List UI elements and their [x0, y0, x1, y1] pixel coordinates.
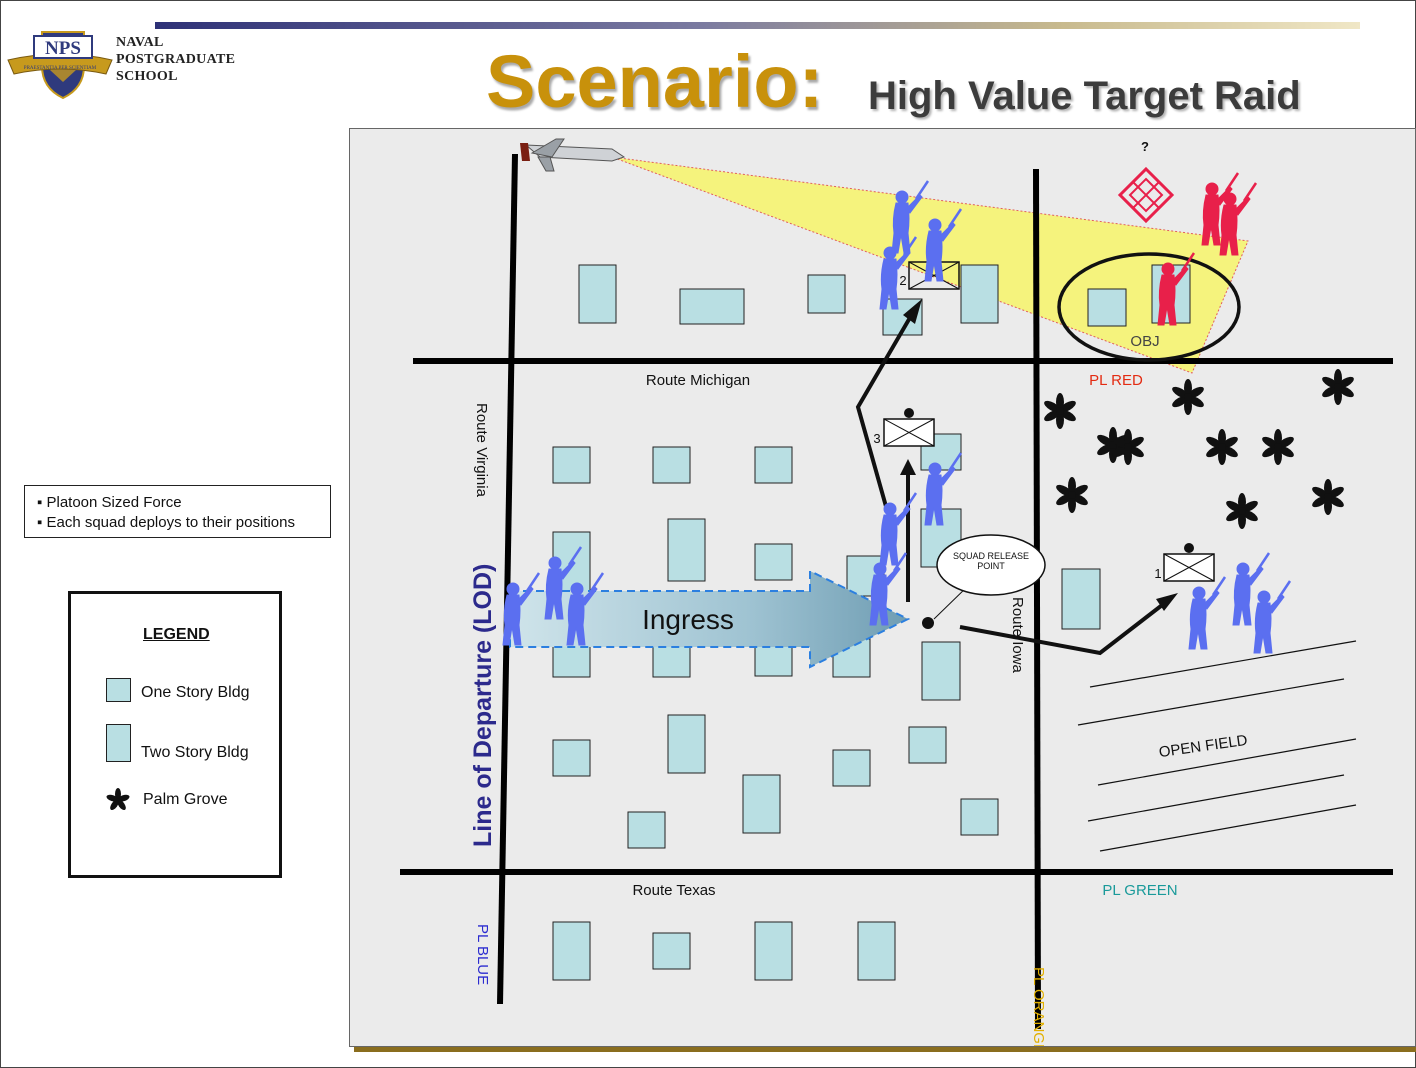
building: [832, 749, 871, 787]
pl-green-label: PL GREEN: [1102, 882, 1177, 899]
building: [667, 518, 706, 582]
school-name: NAVAL POSTGRADUATE SCHOOL: [116, 34, 235, 85]
map-canvas: OBJ ? OPEN FIELD Ingress: [400, 138, 1393, 1046]
squad-1-number: 1: [1154, 566, 1161, 581]
school-name-line2: POSTGRADUATE: [116, 52, 236, 67]
squad-1-symbol: [1163, 543, 1215, 582]
building: [1061, 568, 1101, 630]
release-point-dot: [922, 617, 934, 629]
note-line-2: ▪ Each squad deploys to their positions: [37, 514, 295, 531]
note-line-1: ▪ Platoon Sized Force: [37, 494, 182, 511]
palm-grove-icon: [106, 788, 130, 811]
header-gradient-bar: [155, 22, 1360, 29]
open-field-label: OPEN FIELD: [1158, 732, 1249, 761]
buildings-layer: [552, 264, 1191, 981]
line-of-departure-label: Line of Departure (LOD): [469, 564, 497, 847]
building: [667, 714, 706, 774]
school-name-line3: SCHOOL: [116, 69, 178, 84]
uav-icon: [520, 138, 626, 172]
open-field-lines: [1077, 640, 1357, 852]
route-virginia-label: Route Virginia: [473, 403, 490, 498]
building: [552, 739, 591, 777]
building: [921, 641, 961, 701]
squad-movement-arrows: [855, 307, 1172, 656]
legend-title: LEGEND: [143, 626, 210, 643]
legend-one-story-label: One Story Bldg: [141, 684, 250, 701]
squad-release-point-bubble: [936, 534, 1046, 596]
slide-subtitle: High Value Target Raid: [868, 74, 1301, 118]
slide-title: Scenario:: [486, 40, 824, 123]
logo-badge-text: NPS: [45, 38, 81, 59]
building: [807, 274, 846, 314]
arrow-heads: [900, 299, 1178, 611]
building: [857, 921, 896, 981]
building: [754, 543, 793, 581]
nps-logo: NPS PRAESTANTIA PER SCIENTIAM: [7, 31, 113, 100]
building: [754, 446, 793, 484]
tactical-map: OBJ ? OPEN FIELD Ingress: [349, 128, 1416, 1047]
ingress-arrow: [509, 569, 911, 669]
building: [552, 921, 591, 981]
building: [627, 811, 666, 849]
squad-3-number: 3: [873, 431, 880, 446]
building: [552, 446, 591, 484]
building: [652, 932, 691, 970]
palm-grove: [1042, 369, 1356, 529]
one-story-swatch: [106, 678, 131, 702]
building: [1087, 288, 1127, 327]
building: [960, 264, 999, 324]
building: [652, 446, 691, 484]
building: [679, 288, 745, 325]
enemy-unknown-mark: ?: [1141, 139, 1149, 154]
srp-label-line1: SQUAD RELEASE: [953, 551, 1029, 561]
route-michigan-label: Route Michigan: [646, 372, 750, 389]
pl-orange-label: PL ORANGE: [1030, 967, 1047, 1046]
pl-blue-label: PL BLUE: [474, 924, 491, 985]
route-texas-label: Route Texas: [632, 882, 715, 899]
objective-ring: [1057, 252, 1241, 362]
building: [754, 921, 793, 981]
squad-3-symbol: [883, 408, 935, 447]
building: [908, 726, 947, 764]
logo-motto-text: PRAESTANTIA PER SCIENTIAM: [24, 66, 97, 71]
school-name-line1: NAVAL: [116, 35, 164, 50]
route-virginia-road: [497, 153, 518, 1005]
enemy-hvt-symbol: [1117, 166, 1175, 224]
route-iowa-label: Route Iowa: [1009, 597, 1026, 674]
two-story-swatch: [106, 724, 131, 762]
srp-label-line2: POINT: [977, 561, 1005, 571]
legend: LEGEND One Story Bldg Two Story Bldg Pal…: [68, 591, 282, 878]
building: [578, 264, 617, 324]
legend-two-story-label: Two Story Bldg: [141, 744, 249, 761]
objective-label: OBJ: [1130, 333, 1159, 350]
building: [742, 774, 781, 834]
building: [960, 798, 999, 836]
scenario-notes: ▪ Platoon Sized Force ▪ Each squad deplo…: [24, 485, 331, 538]
squad-2-number: 2: [899, 273, 906, 288]
legend-palm-label: Palm Grove: [143, 791, 228, 808]
pl-red-label: PL RED: [1089, 372, 1143, 389]
ingress-label: Ingress: [642, 604, 734, 635]
route-iowa-road: [1033, 168, 1041, 1030]
